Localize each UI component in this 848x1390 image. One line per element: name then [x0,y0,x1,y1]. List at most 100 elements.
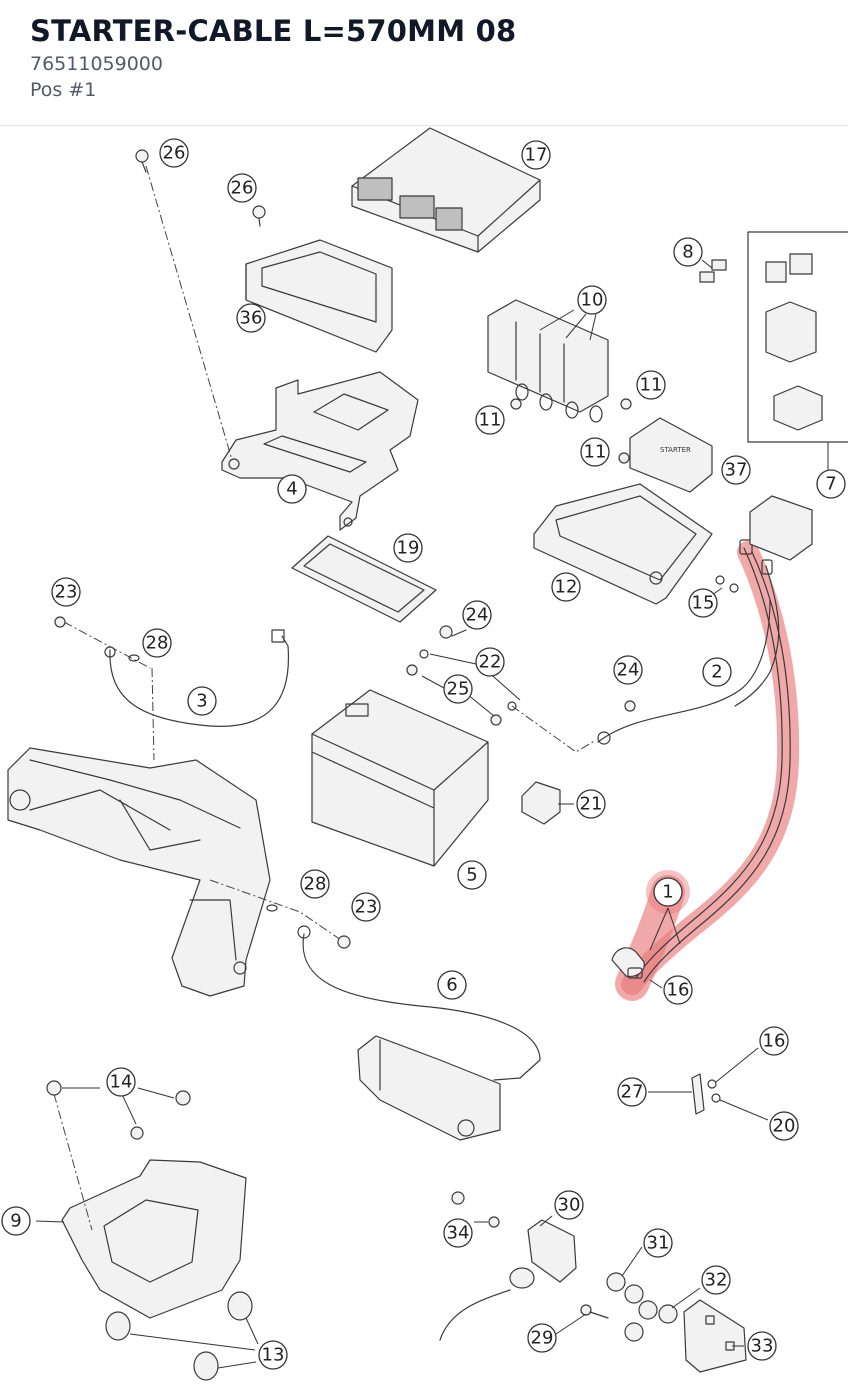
callout-9[interactable]: 9 [1,1206,31,1236]
engine-guard[interactable] [61,1159,247,1319]
callout-5[interactable]: 5 [457,860,487,890]
svg-text:1: 1 [662,882,673,903]
callout-24a[interactable]: 24 [462,600,492,630]
callout-34[interactable]: 34 [443,1218,473,1248]
svg-text:21: 21 [580,794,603,815]
terminal-cover[interactable] [521,781,561,825]
washer-28-bottom[interactable] [266,904,278,912]
callout-11a[interactable]: 11 [636,370,666,400]
fuses[interactable] [699,259,727,283]
svg-text:32: 32 [705,1270,728,1291]
screws-15[interactable] [715,575,739,593]
svg-text:8: 8 [682,242,693,263]
svg-text:9: 9 [10,1211,21,1232]
callout-21[interactable]: 21 [576,789,606,819]
callout-1[interactable]: 1 [653,877,683,907]
bolt-23-bottom[interactable] [337,935,351,949]
svg-text:34: 34 [447,1223,470,1244]
washer-28-top[interactable] [128,654,140,662]
connector-30[interactable] [439,1219,577,1341]
callout-32[interactable]: 32 [701,1265,731,1295]
callout-27[interactable]: 27 [617,1077,647,1107]
svg-text:26: 26 [163,143,186,164]
callout-17[interactable]: 17 [521,140,551,170]
svg-text:27: 27 [621,1082,644,1103]
ecu-holder[interactable] [245,239,393,353]
screw-26-right[interactable] [252,205,266,227]
starter-relay[interactable]: STARTER [629,417,713,493]
callout-24b[interactable]: 24 [613,655,643,685]
screws-11[interactable] [510,398,632,464]
svg-text:24: 24 [617,660,640,681]
relay-block[interactable] [487,299,609,423]
svg-text:11: 11 [479,410,502,431]
exploded-parts-diagram: STARTER [0,126,848,1390]
rubber-pad[interactable] [291,535,437,623]
callout-29[interactable]: 29 [527,1323,557,1353]
screws-14[interactable] [46,1080,191,1140]
callout-11b[interactable]: 11 [475,405,505,435]
callout-3[interactable]: 3 [187,686,217,716]
plate-33[interactable] [683,1299,747,1373]
starter-motor[interactable] [357,1035,501,1141]
callout-20[interactable]: 20 [769,1111,799,1141]
rubber-dampers[interactable] [105,1291,253,1381]
callout-4[interactable]: 4 [277,474,307,504]
bolt-23-top[interactable] [54,616,66,628]
bolt-29[interactable] [580,1304,609,1319]
callout-14[interactable]: 14 [106,1067,136,1097]
callout-33[interactable]: 33 [747,1331,777,1361]
svg-text:25: 25 [447,679,470,700]
callout-25[interactable]: 25 [443,674,473,704]
part-header: STARTER-CABLE L=570MM 08 76511059000 Pos… [0,0,848,126]
callout-7[interactable]: 7 [816,469,846,499]
svg-text:12: 12 [555,577,578,598]
callout-16b[interactable]: 16 [759,1026,789,1056]
starter-cable[interactable] [611,539,791,983]
callout-8[interactable]: 8 [673,237,703,267]
callout-28a[interactable]: 28 [142,628,172,658]
screw-26-left[interactable] [135,149,149,173]
callout-37[interactable]: 37 [721,455,751,485]
relay-kit-box[interactable] [747,231,848,443]
callout-12[interactable]: 12 [551,572,581,602]
battery-tray[interactable] [533,483,713,605]
svg-text:10: 10 [581,290,604,311]
svg-text:11: 11 [584,442,607,463]
bracket-27[interactable] [691,1073,721,1115]
callout-13[interactable]: 13 [258,1340,288,1370]
relay-connector[interactable] [749,495,813,561]
callout-2[interactable]: 2 [702,657,732,687]
callout-6[interactable]: 6 [437,970,467,1000]
callout-19[interactable]: 19 [393,533,423,563]
mounting-plate[interactable] [221,371,419,531]
callout-28b[interactable]: 28 [300,869,330,899]
battery-bolts[interactable] [406,625,517,726]
starter-cable-highlight[interactable] [615,541,800,1001]
callout-26a[interactable]: 26 [159,138,189,168]
svg-text:14: 14 [110,1072,133,1093]
callout-11c[interactable]: 11 [580,437,610,467]
battery[interactable] [311,689,489,867]
svg-text:7: 7 [825,474,836,495]
callout-26b[interactable]: 26 [227,173,257,203]
svg-text:4: 4 [286,479,297,500]
callout-31[interactable]: 31 [643,1228,673,1258]
callout-22[interactable]: 22 [475,647,505,677]
svg-text:16: 16 [763,1031,786,1052]
positive-cable[interactable] [597,599,771,745]
callout-10[interactable]: 10 [577,285,607,315]
callout-30[interactable]: 30 [554,1190,584,1220]
callout-36[interactable]: 36 [236,303,266,333]
callout-23a[interactable]: 23 [51,577,81,607]
callout-23b[interactable]: 23 [351,892,381,922]
ecu-unit[interactable] [351,127,541,253]
svg-text:15: 15 [692,593,715,614]
callout-15[interactable]: 15 [688,588,718,618]
callout-16a[interactable]: 16 [663,975,693,1005]
svg-text:16: 16 [667,980,690,1001]
starter-motor-cable[interactable] [297,925,541,1081]
vehicle-frame[interactable] [7,747,271,997]
bolts-34[interactable] [451,1191,500,1228]
grommets-31-32[interactable] [606,1272,678,1342]
